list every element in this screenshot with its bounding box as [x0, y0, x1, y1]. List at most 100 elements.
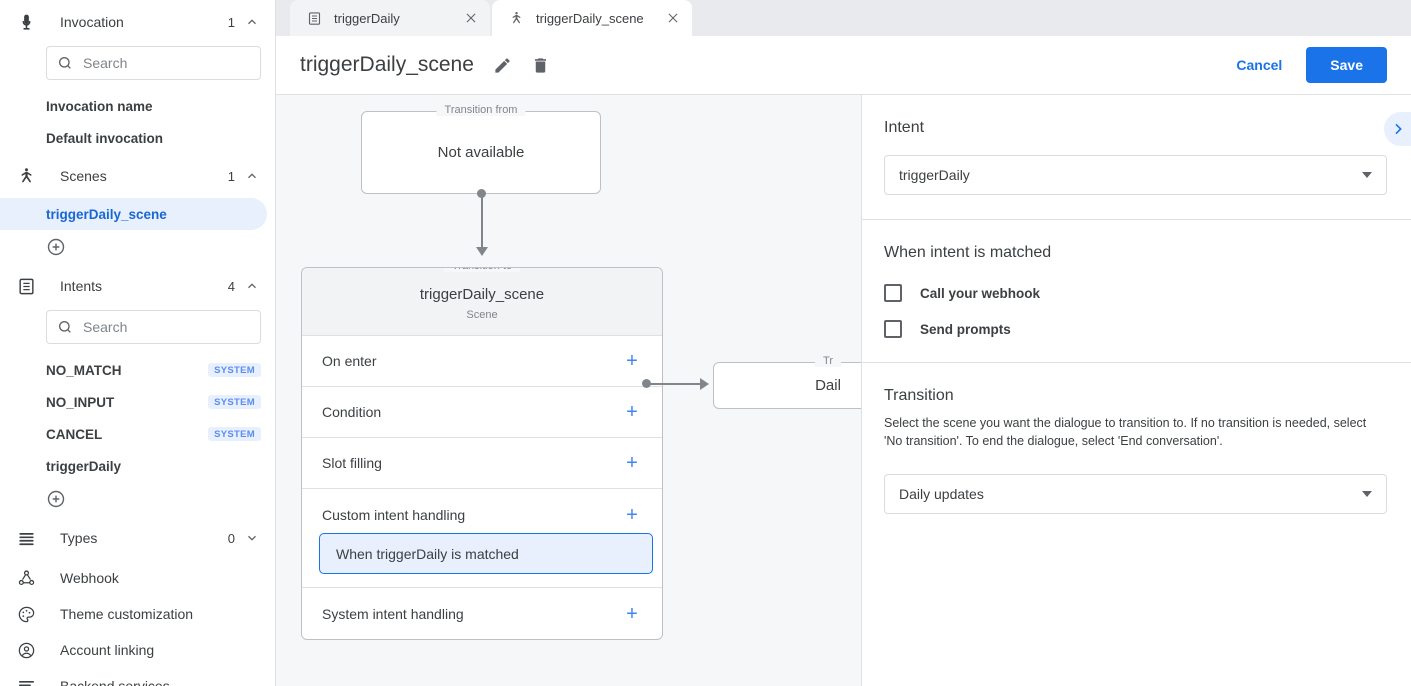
connector-arrow-right [700, 378, 709, 390]
sidebar-item-label: Webhook [60, 570, 119, 586]
scene-row-label: Custom intent handling [322, 507, 466, 523]
sidebar-group-types[interactable]: Types 0 [0, 516, 275, 560]
page-header: triggerDaily_scene Cancel Save [276, 36, 1411, 95]
chevron-down-icon[interactable] [245, 531, 259, 545]
transition-to-node-value: Dail [815, 377, 841, 394]
sidebar-item-invocation-name[interactable]: Invocation name [0, 90, 275, 122]
intent-select[interactable]: triggerDaily [884, 155, 1387, 195]
chevron-down-icon [1362, 172, 1372, 178]
invocation-search-box[interactable] [46, 46, 261, 80]
intents-search-input[interactable] [83, 319, 250, 335]
transition-to-node[interactable]: Tr Dail [713, 355, 861, 409]
sidebar-item-label: CANCEL [46, 426, 103, 442]
close-icon[interactable] [664, 9, 682, 27]
close-icon[interactable] [462, 9, 480, 27]
add-scene-button[interactable] [0, 230, 275, 264]
sidebar-group-scenes[interactable]: Scenes 1 [0, 154, 275, 198]
connector-line [481, 194, 483, 251]
add-icon[interactable]: + [626, 504, 638, 526]
scene-card-header: triggerDaily_scene Scene [302, 268, 662, 336]
intent-handler-chip[interactable]: When triggerDaily is matched [319, 533, 653, 574]
pencil-icon[interactable] [491, 53, 515, 77]
sidebar-item-label: NO_INPUT [46, 394, 115, 410]
sidebar-item-label: Backend services [60, 678, 170, 686]
scene-row-label: Condition [322, 404, 382, 420]
transition-from-legend: Transition from [436, 104, 526, 116]
call-your-webhook-label: Call your webhook [920, 285, 1041, 301]
connector-line-right [647, 383, 704, 385]
sidebar-item-no-input[interactable]: NO_INPUT SYSTEM [0, 386, 275, 418]
scene-card-title: triggerDaily_scene [419, 286, 545, 303]
connector-arrow-down [476, 247, 488, 256]
scene-row-slot-filling[interactable]: Slot filling + [302, 438, 662, 489]
intents-search-box[interactable] [46, 310, 261, 344]
sidebar-item-triggerdaily[interactable]: triggerDaily [0, 450, 275, 482]
scene-graph-canvas[interactable]: Transition from Not available Transition… [276, 95, 862, 686]
webhook-icon [14, 566, 38, 590]
sidebar-item-theme-customization[interactable]: Theme customization [0, 596, 275, 632]
send-prompts-checkbox[interactable] [884, 320, 902, 338]
sidebar-item-label: NO_MATCH [46, 362, 122, 378]
status-badge: SYSTEM [208, 362, 261, 378]
transition-from-node[interactable]: Transition from Not available [361, 104, 601, 194]
chevron-up-icon[interactable] [245, 279, 259, 293]
intent-select-value: triggerDaily [899, 167, 970, 183]
sidebar-item-triggerdaily-scene[interactable]: triggerDaily_scene [0, 198, 267, 230]
chevron-up-icon[interactable] [245, 15, 259, 29]
scene-row-condition[interactable]: Condition + [302, 387, 662, 438]
scene-row-system-intent-handling[interactable]: System intent handling + [302, 588, 662, 639]
transition-select[interactable]: Daily updates [884, 474, 1387, 515]
trash-icon[interactable] [529, 53, 553, 77]
sidebar-group-intents[interactable]: Intents 4 [0, 264, 275, 308]
search-icon [58, 57, 71, 69]
when-intent-matched-title: When intent is matched [884, 244, 1052, 261]
tab-label: triggerDaily_scene [536, 10, 644, 26]
intent-handler-chip-label: When triggerDaily is matched [336, 545, 519, 562]
scene-row-on-enter[interactable]: On enter + [302, 336, 662, 387]
scene-row-label: System intent handling [322, 605, 464, 622]
scene-row-custom-intent-handling[interactable]: Custom intent handling + [302, 489, 662, 533]
save-button[interactable]: Save [1306, 47, 1387, 83]
sidebar-item-cancel[interactable]: CANCEL SYSTEM [0, 418, 275, 450]
add-icon[interactable]: + [626, 401, 638, 423]
microphone-icon [14, 10, 38, 34]
sidebar-item-label: triggerDaily_scene [46, 206, 167, 222]
sidebar-item-no-match[interactable]: NO_MATCH SYSTEM [0, 354, 275, 386]
add-icon[interactable]: + [626, 602, 638, 625]
content-body: Transition from Not available Transition… [276, 95, 1411, 686]
sidebar-item-default-invocation[interactable]: Default invocation [0, 122, 275, 154]
transition-from-value: Not available [437, 144, 525, 161]
add-icon [47, 238, 65, 256]
sidebar-item-account-linking[interactable]: Account linking [0, 632, 275, 668]
tab-triggerdaily-scene[interactable]: triggerDaily_scene [492, 0, 692, 36]
sidebar-group-invocation[interactable]: Invocation 1 [0, 0, 275, 44]
tab-bar: triggerDaily triggerDaily_scene [276, 0, 1411, 36]
add-icon[interactable]: + [626, 452, 638, 474]
call-your-webhook-row[interactable]: Call your webhook [884, 284, 1387, 302]
add-intent-button[interactable] [0, 482, 275, 516]
intents-icon [14, 274, 38, 298]
sidebar-item-backend-services[interactable]: Backend services [0, 668, 275, 686]
add-icon [47, 490, 65, 508]
sidebar-group-scenes-count: 1 [227, 168, 235, 184]
backend-icon [14, 674, 38, 686]
sidebar-group-types-count: 0 [227, 530, 235, 546]
search-icon [58, 321, 71, 333]
cancel-button[interactable]: Cancel [1224, 49, 1294, 81]
properties-panel: Intent triggerDaily When intent is match… [862, 95, 1411, 686]
transition-section: Transition Select the scene you want the… [862, 363, 1411, 538]
sidebar-group-intents-label: Intents [60, 278, 103, 294]
transition-select-value: Daily updates [899, 486, 984, 503]
sidebar-item-label: Default invocation [46, 130, 164, 146]
chevron-up-icon[interactable] [245, 169, 259, 183]
scene-node-card[interactable]: Transition to triggerDaily_scene Scene O… [301, 267, 663, 640]
call-your-webhook-checkbox[interactable] [884, 284, 902, 302]
tab-triggerdaily[interactable]: triggerDaily [290, 0, 490, 36]
send-prompts-label: Send prompts [920, 321, 1011, 337]
chevron-right-icon[interactable] [1384, 112, 1411, 146]
sidebar-item-webhook[interactable]: Webhook [0, 560, 275, 596]
add-icon[interactable]: + [626, 350, 638, 372]
send-prompts-row[interactable]: Send prompts [884, 320, 1387, 338]
when-intent-matched-section: When intent is matched Call your webhook… [862, 220, 1411, 363]
invocation-search-input[interactable] [83, 55, 250, 71]
